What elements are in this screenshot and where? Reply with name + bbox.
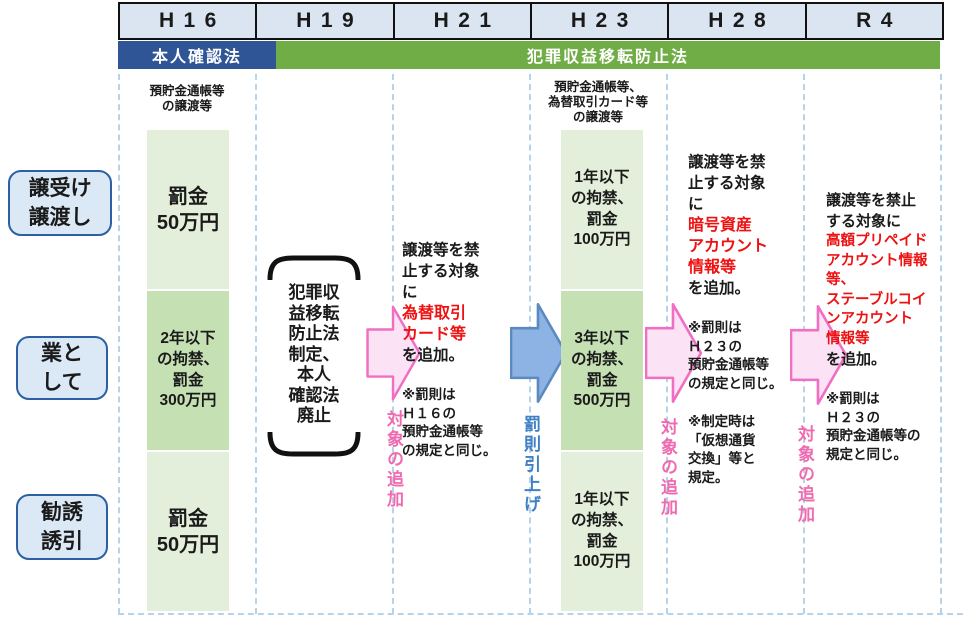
h28-outro-text: を追加。	[688, 280, 751, 297]
era-cell-h19: H19	[255, 4, 392, 38]
r4-added-item-text: 高額プリペイド アカウント情報 等、 ステーブルコイ ンアカウント 情報等	[826, 233, 928, 347]
arrow-caption-taishou-tsuika-1: 対象の追加	[384, 410, 403, 510]
arrow-right-icon-pink-2	[645, 303, 703, 403]
r4-intro-text: 譲渡等を禁止 する対象に	[826, 192, 917, 230]
h21-change-block: 譲渡等を禁 止する対象 に 為替取引 カード等 を追加。 ※罰則は Ｈ１６の 預…	[402, 240, 528, 460]
era-cell-h28: H28	[667, 4, 804, 38]
era-cell-h21: H21	[392, 4, 530, 38]
h23-column-header: 預貯金通帳等、 為替取引カード等 の譲渡等	[547, 80, 648, 124]
h28-penalty-note: ※罰則は Ｈ２３の 預貯金通帳等 の規定と同じ。	[688, 320, 783, 391]
h28-added-item-text: 暗号資産 アカウント 情報等	[688, 217, 769, 276]
h21-penalty-note: ※罰則は Ｈ１６の 預貯金通帳等 の規定と同じ。	[402, 387, 497, 458]
h21-added-item-text: 為替取引 カード等	[402, 305, 467, 343]
h23-penalty-box-kanyu: 1年以下 の拘禁、 罰金 100万円	[561, 452, 643, 611]
era-cell-r4: R4	[804, 4, 942, 38]
h28-naming-note: ※制定時は 「仮想通貨 交換」等と 規定。	[688, 414, 756, 485]
era-cell-h23: H23	[529, 4, 667, 38]
r4-penalty-note: ※罰則は Ｈ２３の 預貯金通帳等の 規定と同じ。	[826, 391, 921, 462]
bracket-bottom-icon	[267, 432, 361, 457]
arrow-caption-bassoku-hikiage: 罰則引上げ	[521, 415, 540, 515]
row-label-kanyu-yuin: 勧誘 誘引	[16, 494, 108, 560]
h23-penalty-box-gyou: 3年以下 の拘禁、 罰金 500万円	[561, 291, 643, 450]
arrow-caption-taishou-tsuika-2: 対象の追加	[658, 418, 677, 518]
bottom-divider	[118, 613, 963, 615]
era-header-row: H16 H19 H21 H23 H28 R4	[118, 2, 944, 40]
h19-bracket-text: 犯罪収 益移転 防止法 制定、 本人 確認法 廃止	[288, 283, 340, 425]
arrow-caption-taishou-tsuika-3: 対象の追加	[795, 425, 814, 525]
h23-penalty-box-yuzuriuke: 1年以下 の拘禁、 罰金 100万円	[561, 130, 643, 289]
h16-column-header: 預貯金通帳等 の譲渡等	[149, 84, 225, 113]
r4-change-block: 譲渡等を禁止 する対象に 高額プリペイド アカウント情報 等、 ステーブルコイ …	[826, 190, 960, 464]
h28-change-block: 譲渡等を禁 止する対象 に 暗号資産 アカウント 情報等 を追加。 ※罰則は Ｈ…	[688, 152, 808, 487]
h16-penalty-box-gyou: 2年以下 の拘禁、 罰金 300万円	[147, 291, 229, 450]
era-cell-h16: H16	[158, 9, 226, 32]
arrow-right-icon-pink-1	[366, 305, 421, 401]
bracket-top-icon	[267, 255, 361, 280]
column-divider	[940, 74, 942, 614]
h21-outro-text: を追加。	[402, 347, 465, 364]
column-divider	[118, 74, 120, 614]
h16-penalty-box-yuzuriuke: 罰金 50万円	[147, 130, 229, 289]
law-band-honnin-kakunin: 本人確認法	[118, 41, 276, 69]
row-label-gyou-toshite: 業と して	[16, 336, 108, 400]
row-label-yuzuriuke: 譲受け 譲渡し	[8, 170, 112, 236]
h16-penalty-box-kanyu: 罰金 50万円	[147, 452, 229, 611]
h21-intro-text: 譲渡等を禁 止する対象 に	[402, 242, 480, 301]
arrow-right-icon-blue	[510, 303, 568, 403]
law-band-hanzai-shueki: 犯罪収益移転防止法	[276, 41, 940, 69]
r4-outro-text: を追加。	[826, 351, 887, 368]
arrow-right-icon-pink-3	[790, 305, 848, 405]
h28-intro-text: 譲渡等を禁 止する対象 に	[688, 154, 766, 213]
column-divider	[255, 74, 257, 614]
